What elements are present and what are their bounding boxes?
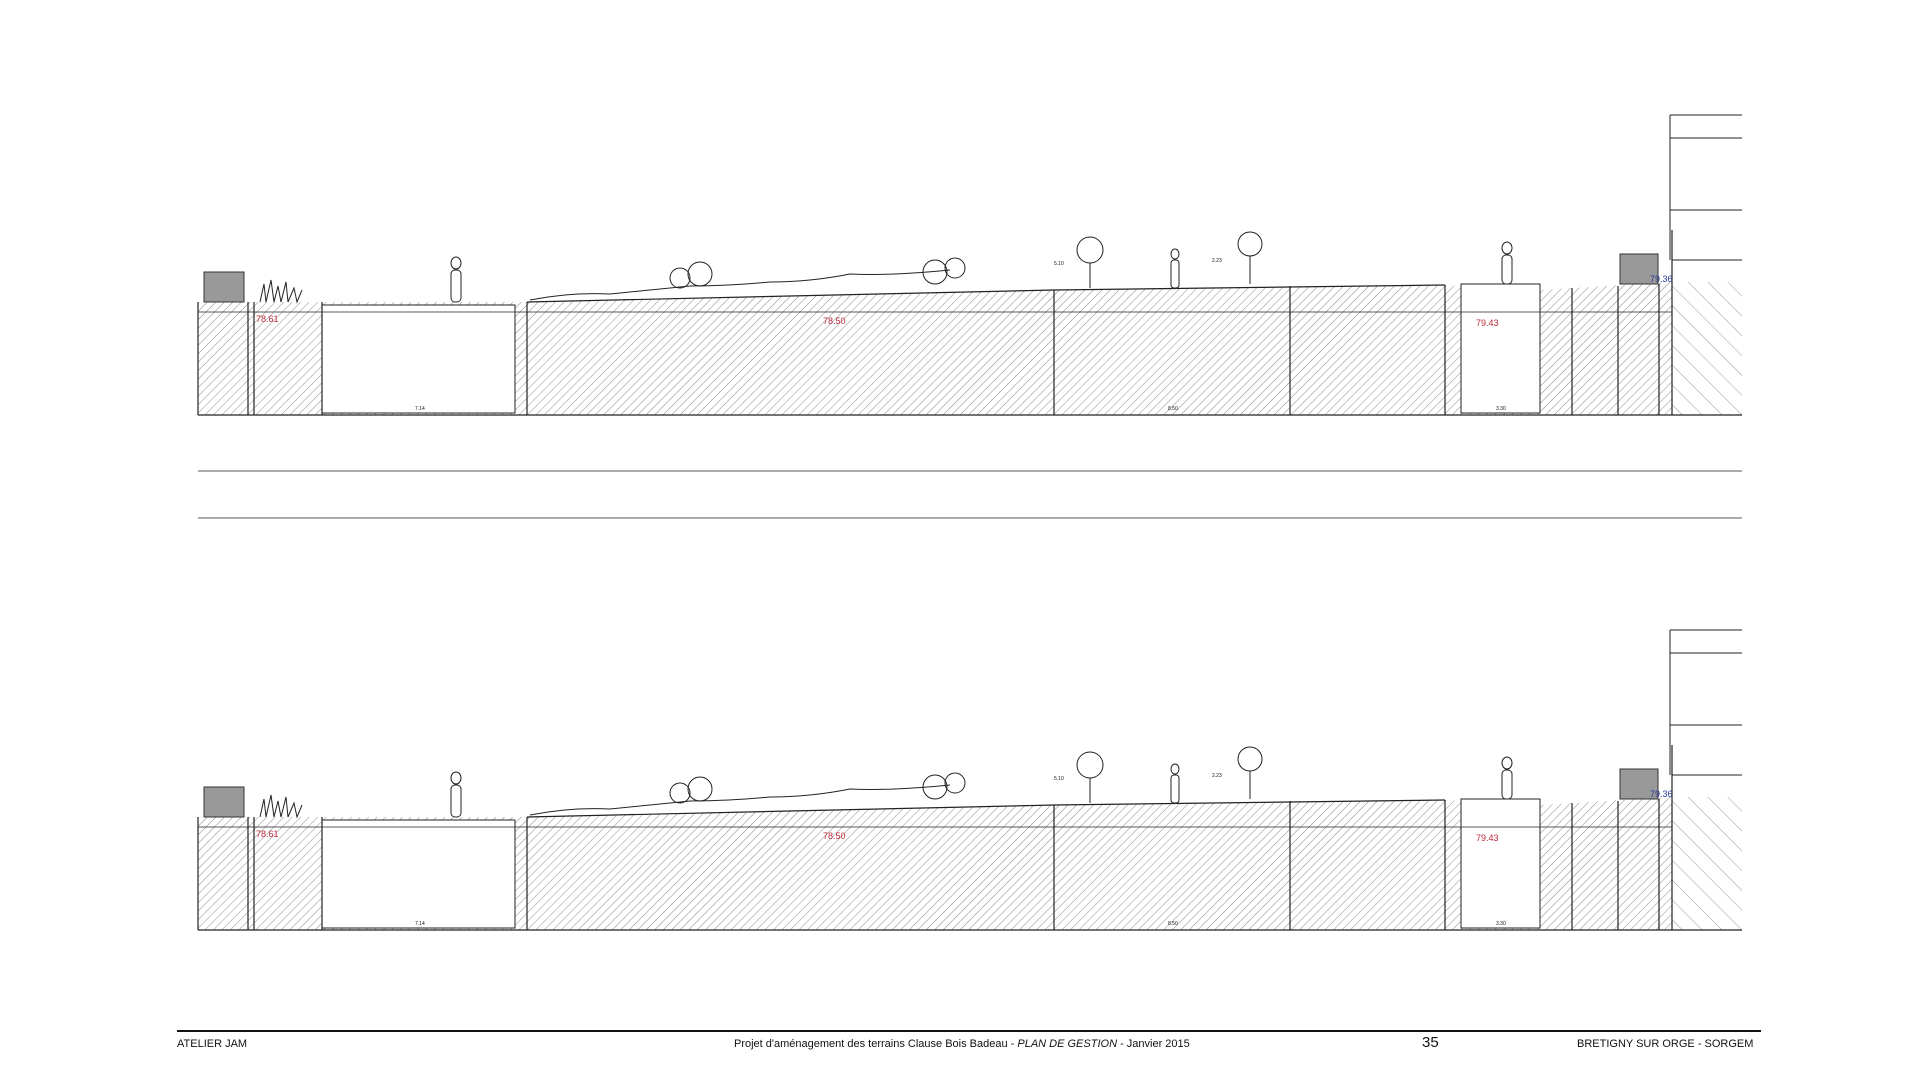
dimension-label: 7.14 [415,921,425,927]
section-bottom-labels: 78.61 78.50 79.43 79.36 7.14 8.50 3.30 5… [256,773,1673,927]
tree-height-label: 2.23 [1212,773,1222,779]
dimension-label: 3.30 [1496,921,1506,927]
dimension-label: 7.14 [415,406,425,412]
footer-rule [177,1030,1761,1032]
dimension-label: 3.30 [1496,406,1506,412]
elevation-label: 78.61 [256,829,279,839]
footer-client: BRETIGNY SUR ORGE - SORGEM [1577,1038,1754,1050]
section-top [197,114,1743,416]
section-bottom [197,629,1743,931]
tree-height-label: 5.10 [1054,261,1064,267]
tree-height-label: 5.10 [1054,776,1064,782]
elevation-label: 78.61 [256,314,279,324]
elevation-label: 79.43 [1476,833,1499,843]
tree-height-label: 2.23 [1212,258,1222,264]
footer-title-prefix: Projet d'aménagement des terrains Clause… [734,1038,1018,1050]
section-top-labels: 78.61 78.50 79.43 79.36 7.14 8.50 3.30 5… [256,258,1673,412]
elevation-label: 79.43 [1476,318,1499,328]
level-label: 79.36 [1650,274,1673,284]
footer-title-italic: PLAN DE GESTION [1017,1038,1118,1050]
elevation-label: 78.50 [823,831,846,841]
footer-title-suffix: - Janvier 2015 [1117,1038,1190,1050]
page-number: 35 [1422,1034,1439,1051]
level-label: 79.36 [1650,789,1673,799]
dimension-label: 8.50 [1168,406,1178,412]
dimension-label: 8.50 [1168,921,1178,927]
elevation-label: 78.50 [823,316,846,326]
footer-project-title: Projet d'aménagement des terrains Clause… [734,1038,1190,1050]
footer-author: ATELIER JAM [177,1038,248,1050]
